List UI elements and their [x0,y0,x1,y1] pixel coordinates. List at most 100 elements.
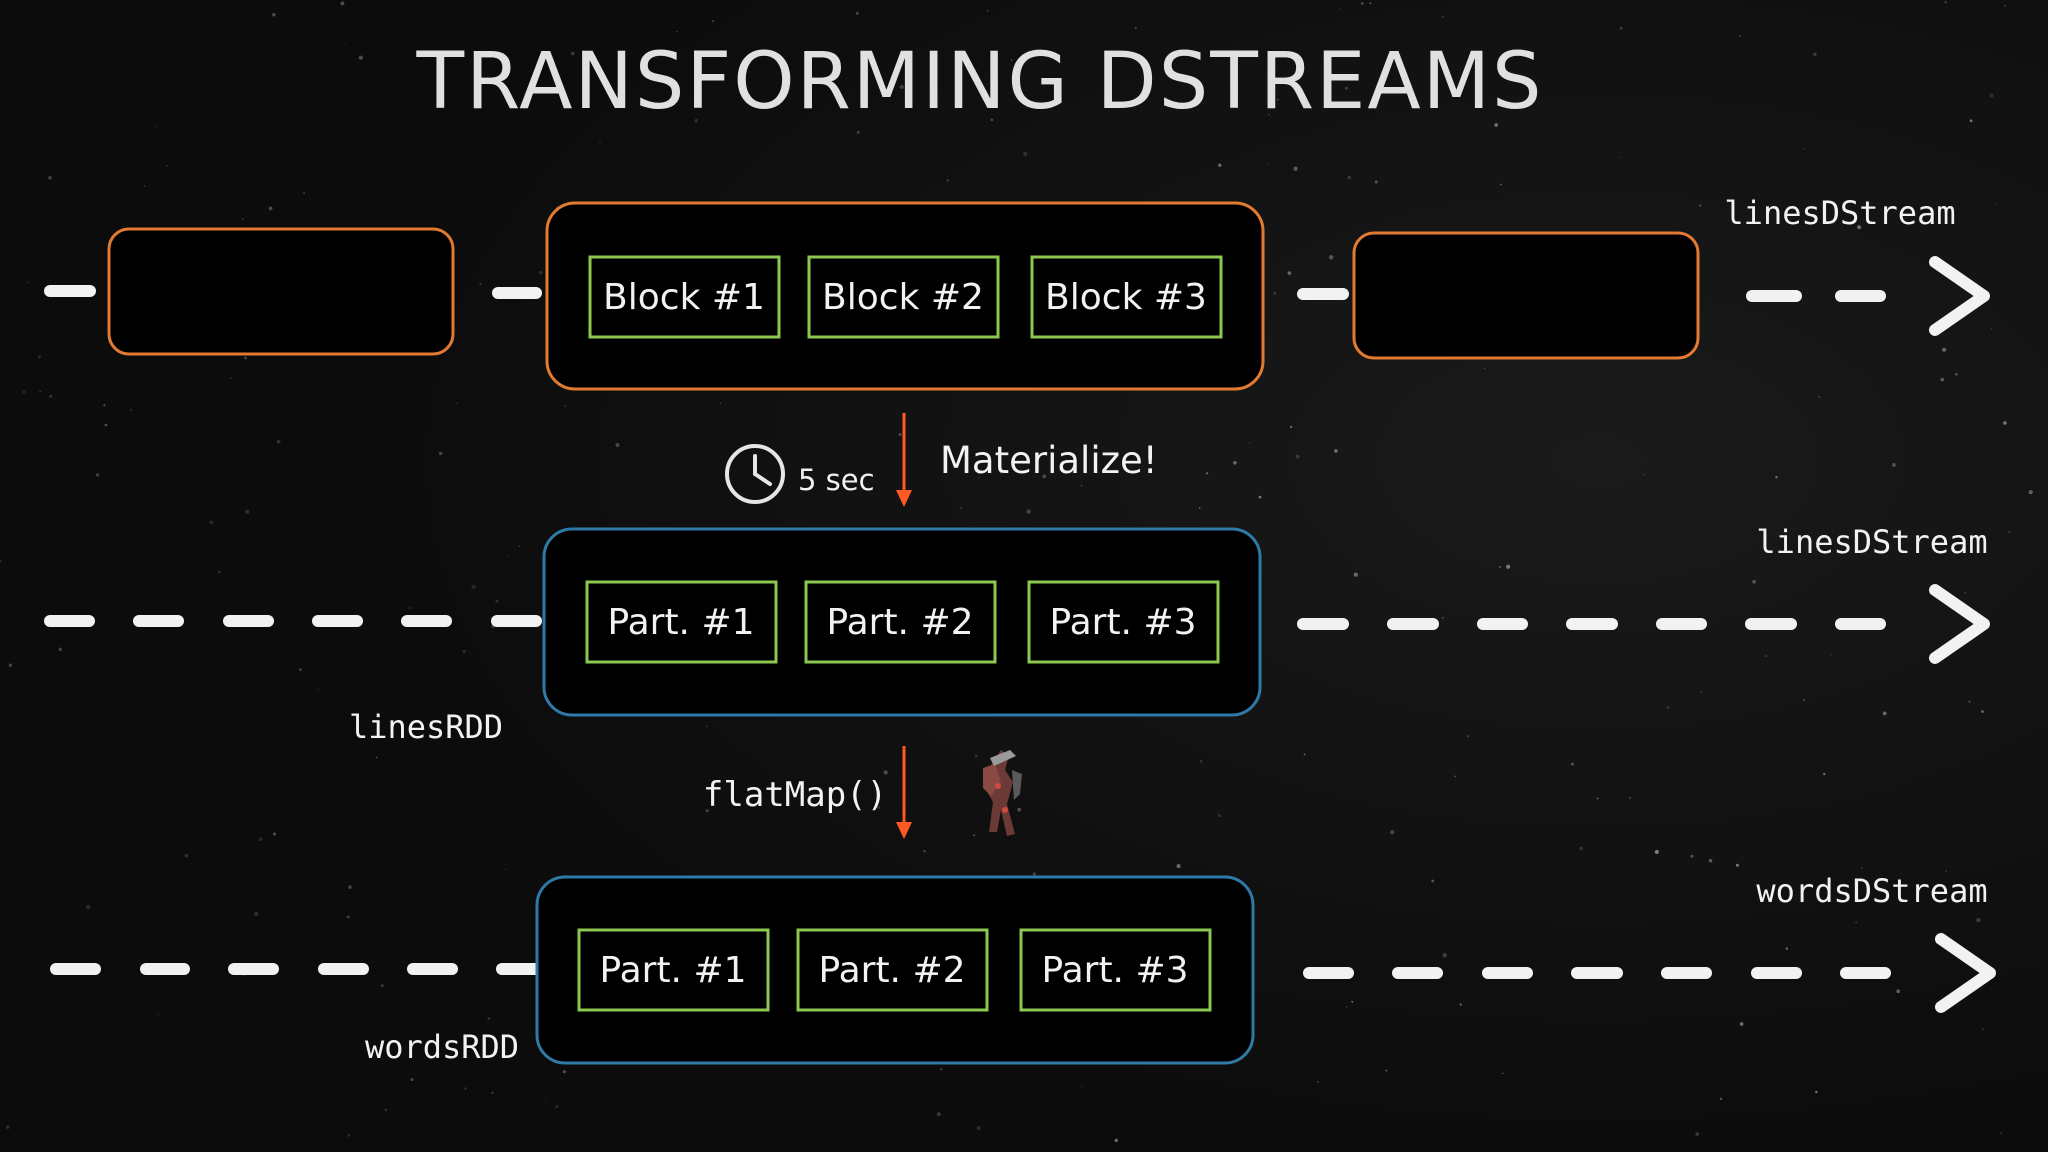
star [1303,753,1306,756]
star [1276,98,1280,101]
block-3: Block #3 [1030,255,1223,339]
star [155,125,157,128]
star [1206,472,1209,475]
star [1803,148,1805,150]
star [1385,1069,1388,1072]
star [218,570,221,574]
star [936,1112,941,1117]
star [408,606,411,610]
star [130,408,133,411]
star [438,451,443,456]
star [1830,654,1832,656]
star [1989,93,1994,98]
star [1017,807,1022,812]
star [1981,710,1984,713]
flatmap-label: flatMap() [703,775,887,815]
star [1114,1138,1118,1143]
star [1369,2,1372,5]
star [976,1126,981,1131]
star [1818,395,1821,398]
star [340,1,345,6]
star [1499,183,1502,186]
star [539,270,543,275]
words-rdd-partition-2-label: Part. #2 [818,950,965,991]
star [1023,151,1028,157]
star [1579,846,1583,851]
star [504,868,507,870]
star [8,663,13,668]
star [22,390,26,394]
star [923,850,926,853]
star [1813,52,1817,56]
star [1882,711,1887,716]
block-1-label: Block #1 [603,277,765,318]
star [1347,175,1351,180]
star [1803,699,1805,701]
star [1968,700,1971,703]
lines-rdd-partition-3-label: Part. #3 [1049,602,1196,643]
star [1785,947,1789,950]
star [959,506,963,510]
star [1268,163,1270,165]
star [694,119,698,123]
star [298,668,302,672]
words-rdd-partition-3: Part. #3 [1019,928,1212,1012]
clock-icon [725,444,785,504]
star [104,423,108,427]
star [303,191,306,194]
star [317,688,320,690]
star [719,402,722,405]
star [1295,454,1300,459]
star [1499,565,1501,568]
row-lines-dstream [44,285,1886,302]
star [978,477,980,479]
star [471,584,476,589]
dstream-batch-prev [107,227,455,356]
rdd-label-words: wordsRDD [365,1028,519,1066]
star [1176,864,1181,869]
star [1080,1085,1083,1088]
words-rdd-partition-1-label: Part. #1 [599,950,746,991]
star [1855,921,1857,924]
star [1390,830,1395,835]
star [562,1070,566,1074]
star [1293,166,1298,171]
star [986,9,989,12]
star [2004,5,2006,7]
star [1857,225,1862,230]
star [1752,579,1756,584]
star [1032,872,1036,876]
star [898,433,902,436]
star [0,559,2,563]
stream-arrowhead [1929,584,1990,664]
star [244,356,247,360]
star [491,1091,494,1094]
star [166,164,169,167]
star [1431,879,1435,883]
star [26,281,29,284]
star [1820,534,1824,537]
words-rdd-partition-2: Part. #2 [796,928,989,1012]
star [1861,866,1863,869]
star [375,756,378,759]
star [990,118,994,122]
star [1351,1000,1354,1003]
star [464,1087,467,1090]
star [1699,204,1702,207]
star [856,130,860,134]
star [545,1101,547,1103]
star [456,402,459,405]
star [184,853,189,858]
star [95,473,100,477]
star [1896,989,1900,993]
star [876,805,881,810]
block-2: Block #2 [807,255,1000,339]
star [1467,735,1470,738]
star [1764,655,1768,658]
star [258,837,263,842]
star [1134,26,1137,29]
star [855,11,859,15]
star [1026,509,1031,514]
star [518,545,521,547]
star [973,834,976,837]
